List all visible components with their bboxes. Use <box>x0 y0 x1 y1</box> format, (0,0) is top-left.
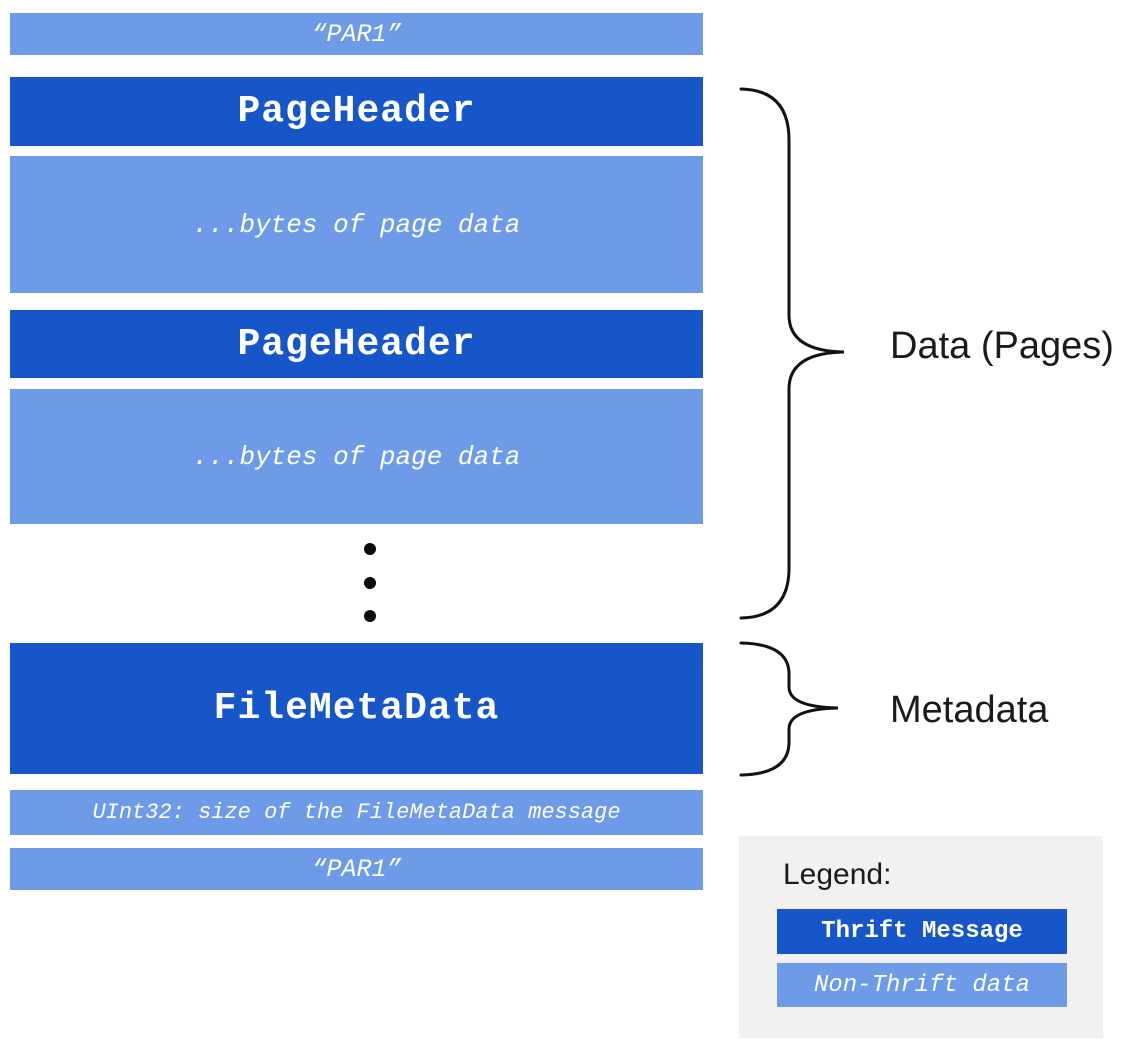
page-data-1-label: ...bytes of page data <box>192 209 521 240</box>
legend-item-thrift-message: Thrift Message <box>777 909 1067 954</box>
metadata-brace <box>739 641 839 777</box>
block-page-data-2: ...bytes of page data <box>10 389 703 524</box>
metadata-size-label: UInt32: size of the FileMetaData message <box>92 800 621 825</box>
legend-panel: Legend: Thrift Message Non-Thrift data <box>739 836 1103 1038</box>
magic-number-top-label: “PAR1” <box>311 19 402 49</box>
page-data-2-label: ...bytes of page data <box>192 441 521 472</box>
page-header-1-label: PageHeader <box>237 90 476 133</box>
data-pages-brace <box>739 87 845 620</box>
block-page-header-2: PageHeader <box>10 310 703 378</box>
legend-thrift-label: Thrift Message <box>821 918 1023 945</box>
block-magic-number-top: “PAR1” <box>10 13 703 55</box>
ellipsis-dot <box>364 543 376 555</box>
block-file-meta-data: FileMetaData <box>10 643 703 774</box>
file-meta-data-label: FileMetaData <box>213 687 500 730</box>
data-pages-label: Data (Pages) <box>890 325 1114 367</box>
page-header-2-label: PageHeader <box>237 322 476 366</box>
block-page-header-1: PageHeader <box>10 77 703 146</box>
block-page-data-1: ...bytes of page data <box>10 156 703 293</box>
metadata-label: Metadata <box>890 689 1049 731</box>
block-metadata-size: UInt32: size of the FileMetaData message <box>10 790 703 835</box>
ellipsis-dot <box>364 577 376 589</box>
magic-number-bottom-label: “PAR1” <box>311 854 402 884</box>
block-magic-number-bottom: “PAR1” <box>10 848 703 890</box>
legend-non-thrift-label: Non-Thrift data <box>813 971 1031 999</box>
legend-item-non-thrift-data: Non-Thrift data <box>777 963 1067 1007</box>
legend-title: Legend: <box>783 858 892 891</box>
ellipsis-dot <box>364 610 376 622</box>
